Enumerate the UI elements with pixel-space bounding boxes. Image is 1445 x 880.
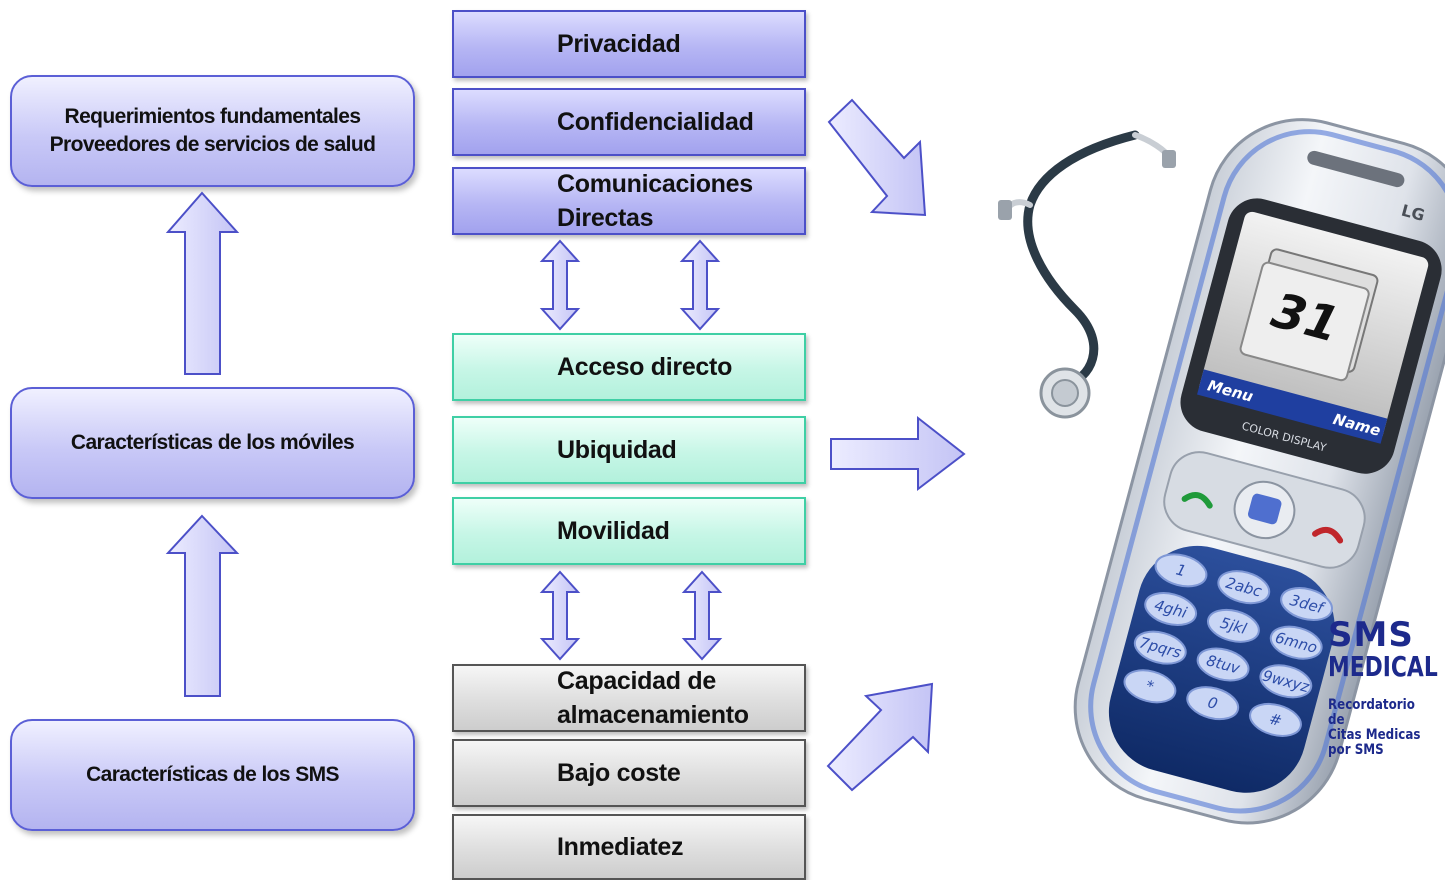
box-movilidad: Movilidad <box>452 497 806 565</box>
key-hash: # <box>1267 710 1284 731</box>
box-bajo-coste: Bajo coste <box>452 739 806 807</box>
box-caracteristicas-moviles: Características de los móviles <box>10 387 415 499</box>
box-capacidad-almacenamiento-label: Capacidad de almacenamiento <box>557 667 749 729</box>
box-requerimientos-label: Requerimientos fundamentales Proveedores… <box>49 105 376 156</box>
box-acceso-directo-label: Acceso directo <box>557 353 733 381</box>
mobile-phone-image: 1 2abc 3def 4ghi 5jkl 6mno 7pqrs 8tuv 9w… <box>1073 118 1445 825</box>
box-comunicaciones-directas-label: Comunicaciones Directas <box>557 170 753 232</box>
box-bajo-coste-label: Bajo coste <box>557 759 681 787</box>
logo-line-medical: MEDICAL <box>1328 650 1438 683</box>
box-acceso-directo: Acceso directo <box>452 333 806 401</box>
box-caracteristicas-sms-label: Características de los SMS <box>86 763 339 786</box>
box-caracteristicas-moviles-label: Características de los móviles <box>70 431 355 454</box>
diagonal-arrow-down <box>827 98 927 217</box>
box-comunicaciones-directas: Comunicaciones Directas <box>452 167 806 235</box>
double-arrow-2 <box>679 239 721 331</box>
logo-tagline: Recordatorio de Citas Medicas por SMS <box>1328 697 1421 758</box>
stethoscope-icon <box>998 130 1176 419</box>
up-arrow-top <box>165 191 240 375</box>
key-0: 0 <box>1206 693 1220 713</box>
key-1: 1 <box>1174 560 1188 580</box>
box-confidencialidad: Confidencialidad <box>452 88 806 156</box>
double-arrow-4 <box>681 570 723 661</box>
diagonal-arrow-up <box>826 682 934 792</box>
double-arrow-3 <box>539 570 581 661</box>
box-caracteristicas-sms: Características de los SMS <box>10 719 415 831</box>
box-capacidad-almacenamiento: Capacidad de almacenamiento <box>452 664 806 732</box>
up-arrow-bottom <box>165 514 240 697</box>
box-movilidad-label: Movilidad <box>557 517 670 545</box>
logo-line-sms: SMS <box>1328 615 1414 655</box>
box-ubiquidad: Ubiquidad <box>452 416 806 484</box>
box-ubiquidad-label: Ubiquidad <box>557 436 677 464</box>
box-privacidad: Privacidad <box>452 10 806 78</box>
double-arrow-1 <box>539 239 581 331</box>
right-arrow <box>830 415 966 492</box>
box-requerimientos: Requerimientos fundamentales Proveedores… <box>10 75 415 187</box>
sms-medical-logo: SMS MEDICAL Recordatorio de Citas Medica… <box>1328 618 1443 758</box>
box-inmediatez: Inmediatez <box>452 814 806 880</box>
box-privacidad-label: Privacidad <box>557 30 681 58</box>
box-confidencialidad-label: Confidencialidad <box>557 108 754 136</box>
box-inmediatez-label: Inmediatez <box>557 833 684 861</box>
